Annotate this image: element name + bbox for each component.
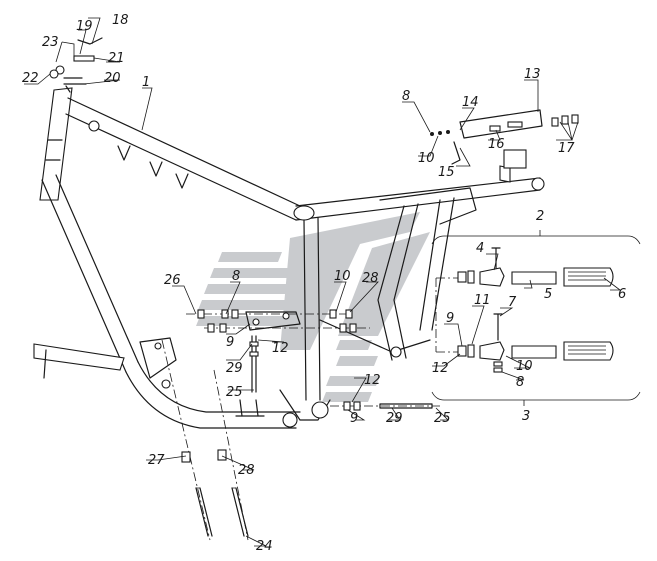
callout-27: 27 — [148, 453, 165, 468]
callout-8-top: 8 — [402, 89, 410, 104]
footrest-assembly-upper — [431, 230, 641, 352]
rear-bracket-parts — [402, 79, 579, 169]
footrest-assembly-lower — [431, 305, 641, 406]
callout-29-center: 29 — [226, 361, 243, 376]
callout-6: 6 — [618, 287, 626, 302]
callout-18: 18 — [112, 13, 129, 28]
engine-mount-hardware — [161, 309, 440, 541]
callout-26: 26 — [164, 273, 181, 288]
callout-9-bottom: 9 — [350, 411, 358, 426]
callout-28-lower: 28 — [238, 463, 255, 478]
watermark-logo — [196, 212, 430, 402]
callout-17: 17 — [558, 141, 575, 156]
callout-1: 1 — [142, 75, 150, 90]
callout-29-bottom: 29 — [386, 411, 403, 426]
callout-19: 19 — [76, 19, 93, 34]
callout-22: 22 — [22, 71, 39, 86]
callout-25-bottom: 25 — [434, 411, 451, 426]
callout-11: 11 — [474, 293, 491, 308]
callout-23: 23 — [42, 35, 59, 50]
callout-2: 2 — [536, 209, 544, 224]
steering-head-tube — [39, 87, 73, 201]
callout-20: 20 — [104, 71, 121, 86]
callout-12-center: 12 — [272, 341, 289, 356]
callout-9-center: 9 — [226, 335, 234, 350]
callout-13: 13 — [524, 67, 541, 82]
callout-8-center: 8 — [232, 269, 240, 284]
callout-7: 7 — [508, 295, 517, 310]
callout-labels: 1 2 3 4 5 6 7 8 8 8 9 9 9 10 10 10 11 12… — [22, 13, 626, 554]
callout-24: 24 — [256, 539, 273, 554]
callout-10-top: 10 — [418, 151, 435, 166]
callout-15: 15 — [438, 165, 455, 180]
leader-lines — [141, 87, 449, 547]
callout-16: 16 — [488, 137, 505, 152]
callout-8-lower: 8 — [516, 375, 524, 390]
callout-12-right: 12 — [432, 361, 449, 376]
callout-21: 21 — [108, 51, 125, 66]
callout-9-right: 9 — [446, 311, 454, 326]
callout-3: 3 — [522, 409, 530, 424]
callout-25-center: 25 — [226, 385, 243, 400]
callout-10-lower: 10 — [516, 359, 533, 374]
callout-5: 5 — [544, 287, 552, 302]
callout-28-center: 28 — [362, 271, 379, 286]
steering-stem-parts — [24, 17, 121, 93]
callout-4: 4 — [476, 241, 484, 256]
callout-14: 14 — [462, 95, 479, 110]
callout-12-bottom: 12 — [364, 373, 381, 388]
callout-10-center: 10 — [334, 269, 351, 284]
motorcycle-frame — [33, 87, 545, 429]
